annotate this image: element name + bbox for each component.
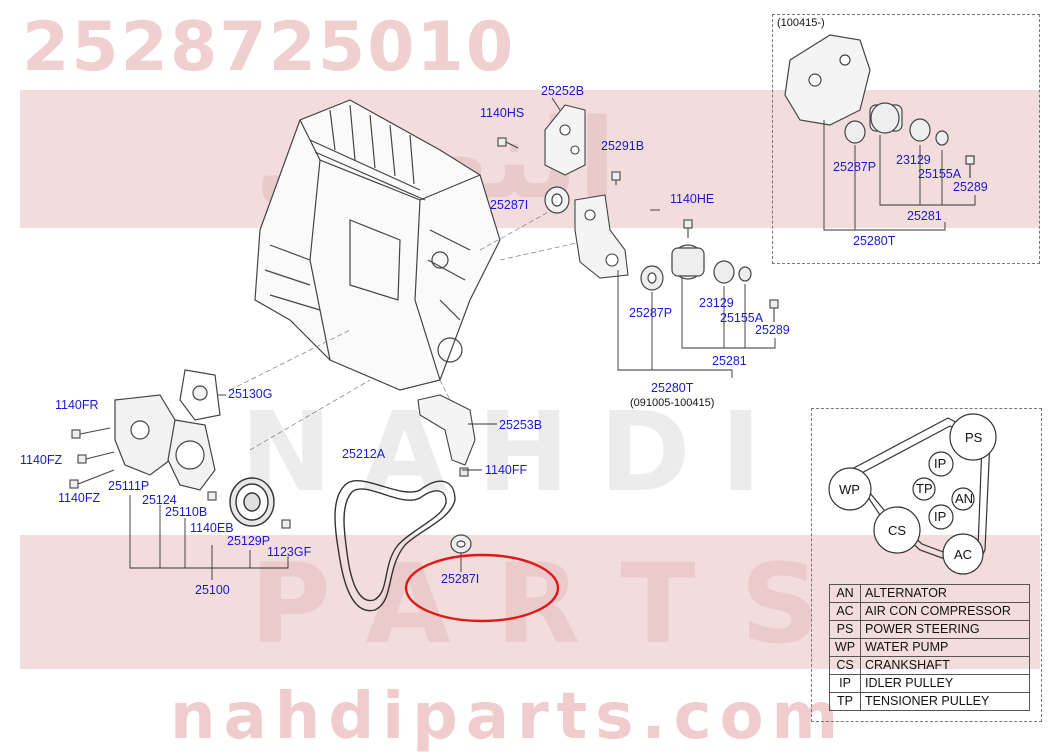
label-25281[interactable]: 25281 [712,354,747,368]
watermark-part-number: 2528725010 [22,8,516,87]
belt-diagram-box [811,408,1042,722]
label-25287p[interactable]: 25287P [629,306,673,320]
label-1140hs[interactable]: 1140HS [480,106,525,120]
legend-name: ALTERNATOR [860,584,1030,603]
legend-abbr: TP [829,692,861,711]
label-25280t[interactable]: 25280T [651,381,694,395]
belt-label-cs: CS [888,523,906,538]
label-23129[interactable]: 23129 [699,296,734,310]
detail-label-25287p[interactable]: 25287P [833,160,877,174]
detail-label-25289[interactable]: 25289 [953,180,988,194]
legend-name: IDLER PULLEY [860,674,1030,693]
legend-abbr: AN [829,584,861,603]
legend-abbr: PS [829,620,861,639]
label-25291b[interactable]: 25291B [601,139,645,153]
belt-label-ps: PS [965,430,983,445]
label-1140eb[interactable]: 1140EB [190,521,234,535]
label-25253b[interactable]: 25253B [499,418,543,432]
detail-label-23129[interactable]: 23129 [896,153,931,167]
label-1140fz-b[interactable]: 1140FZ [58,491,101,505]
watermark-nahdi: NAHDI [240,388,792,516]
label-1140fz-a[interactable]: 1140FZ [20,453,63,467]
belt-label-ip-2: IP [934,509,946,524]
detail-label-25280t[interactable]: 25280T [853,234,896,248]
engine-block [254,99,501,391]
exploded-parts-drawing: PS IP WP TP AN IP CS AC [69,34,997,623]
watermark-parts: PARTS [250,540,865,668]
belt-routing-diagram: PS IP WP TP AN IP CS AC [828,413,997,575]
legend-abbr: AC [829,602,861,621]
label-25124[interactable]: 25124 [142,493,177,507]
label-25287i-highlighted[interactable]: 25287I [441,572,480,586]
belt-label-tp: TP [916,481,933,496]
legend-name: POWER STEERING [860,620,1030,639]
label-25212a[interactable]: 25212A [342,447,386,461]
label-25130g[interactable]: 25130G [228,387,273,401]
label-25155a[interactable]: 25155A [720,311,764,325]
label-25129p[interactable]: 25129P [227,534,271,548]
legend-name: AIR CON COMPRESSOR [860,602,1030,621]
label-1140he[interactable]: 1140HE [670,192,715,206]
belt-label-an: AN [955,491,973,506]
belt-label-ip-1: IP [934,456,946,471]
detail-label-25155a[interactable]: 25155A [918,167,962,181]
legend-abbr: WP [829,638,861,657]
legend-abbr: IP [829,674,861,693]
legend-name: CRANKSHAFT [860,656,1030,675]
label-25100[interactable]: 25100 [195,583,230,597]
highlight-ellipse [404,553,560,623]
label-1140ff[interactable]: 1140FF [485,463,528,477]
detail-label-25281[interactable]: 25281 [907,209,942,223]
belt-label-wp: WP [839,482,860,497]
label-1123gf[interactable]: 1123GF [267,545,312,559]
revision-detail-box [772,14,1040,264]
label-25252b[interactable]: 25252B [541,84,585,98]
legend-name: TENSIONER PULLEY [860,692,1030,711]
label-25110b[interactable]: 25110B [165,505,208,519]
label-1140fr[interactable]: 1140FR [55,398,99,412]
legend-abbr: CS [829,656,861,675]
label-25111p[interactable]: 25111P [108,479,150,493]
label-25289[interactable]: 25289 [755,323,790,337]
label-25287i-top[interactable]: 25287I [490,198,529,212]
revision-caption: (100415-) [777,17,825,29]
label-date-range: (091005-100415) [630,397,715,409]
legend-name: WATER PUMP [860,638,1030,657]
belt-label-ac: AC [954,547,972,562]
